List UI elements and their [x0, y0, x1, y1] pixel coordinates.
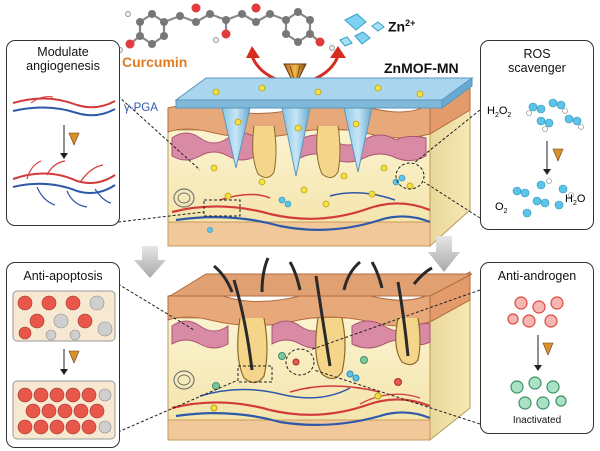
panel-angiogenesis: Modulate angiogenesis: [6, 40, 120, 226]
zn-symbol: Zn: [388, 18, 406, 35]
zn-ion-label: Zn2+: [388, 18, 415, 35]
release-arrow-right: [311, 55, 340, 82]
device-label: ZnMOF-MN: [384, 60, 459, 76]
angiogenesis-title-line1: Modulate: [37, 45, 89, 59]
curcumin-label: Curcumin: [122, 54, 188, 70]
drug-particles: [210, 84, 424, 208]
zn-charge: 2+: [405, 18, 416, 28]
zn-ion-icon: [339, 13, 385, 47]
ros-illustration: [512, 98, 584, 218]
angiogenesis-title-line2: angiogenesis: [26, 59, 100, 73]
panel-apoptosis-title: Anti-apoptosis: [23, 269, 103, 283]
panel-ros: ROS scavenger H2O2 O2 H2O: [480, 40, 594, 230]
h2o-sub: 2: [572, 200, 577, 208]
h2o2-sub2: 2: [507, 112, 512, 120]
down-arrow-icon: [134, 236, 460, 278]
h2o2-h: H: [487, 105, 495, 117]
apoptosis-illustration: [12, 290, 116, 440]
bottom-skin-block: [167, 271, 473, 442]
h2o2-o: O: [498, 105, 508, 117]
panel-ros-title: ROS scavenger: [481, 47, 593, 75]
curcumin-atoms: [117, 3, 335, 53]
zn-particles-top: [207, 174, 406, 233]
release-arrowhead-right: [330, 46, 346, 58]
release-arrow-left: [250, 55, 279, 82]
leader-lines: [117, 95, 481, 433]
angiogenesis-illustration: [12, 96, 116, 208]
callout-circle-top: [395, 162, 425, 190]
panel-angiogenesis-title: Modulate angiogenesis: [7, 45, 119, 73]
inactivated-label: Inactivated: [512, 415, 562, 426]
ros-title-line2: scavenger: [508, 61, 566, 75]
h2o2-sub1: 2: [494, 112, 499, 120]
callout-box-top: [203, 199, 241, 217]
ros-title-line1: ROS: [523, 47, 551, 61]
microneedle-cone-icon: [283, 63, 307, 88]
matrix-label: γ-PGA: [124, 102, 158, 114]
callout-circle-bottom: [285, 348, 315, 376]
h2o-h: H: [565, 193, 573, 205]
h2o2-label: H2O2: [487, 105, 511, 119]
o2-sub: 2: [503, 208, 508, 216]
release-arrowhead-left: [246, 46, 260, 58]
o2-label: O2: [495, 201, 507, 215]
androgen-illustration: [507, 296, 567, 410]
o2-o: O: [495, 201, 504, 213]
h2o-o: O: [576, 193, 586, 205]
callout-box-bottom: [237, 365, 273, 383]
bottom-particles: [210, 352, 402, 412]
h2o-label: H2O: [565, 193, 585, 207]
panel-androgen: Anti-androgen Inactivated: [480, 262, 594, 434]
panel-androgen-title: Anti-androgen: [497, 269, 577, 283]
panel-apoptosis: Anti-apoptosis: [6, 262, 120, 448]
microneedle-patch: [174, 77, 474, 177]
